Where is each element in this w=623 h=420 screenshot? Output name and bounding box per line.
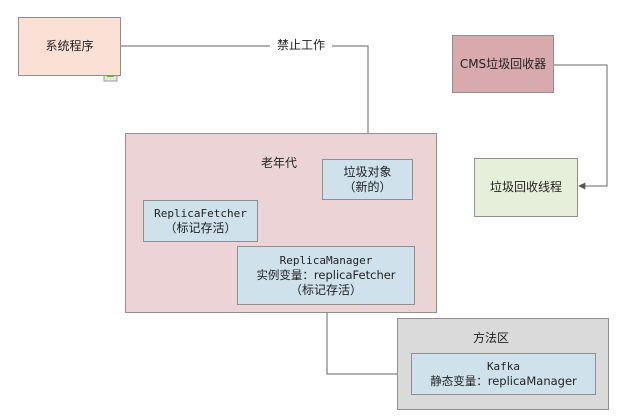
- replica-manager-node: ReplicaManager 实例变量：replicaFetcher （标记存活…: [237, 246, 415, 305]
- stop-work-arrow: [121, 45, 372, 159]
- replica-fetcher-line1: ReplicaFetcher: [154, 207, 247, 220]
- gc-thread-node: 垃圾回收线程: [474, 158, 578, 217]
- cms-collector-node: CMS垃圾回收器: [452, 35, 554, 93]
- old-generation-title: 老年代: [261, 156, 298, 170]
- cms-collector-label: CMS垃圾回收器: [459, 56, 547, 71]
- gc-thread-label: 垃圾回收线程: [489, 180, 562, 194]
- kafka-to-manager-arrow: [323, 304, 411, 375]
- kafka-line2: 静态变量：replicaManager: [430, 374, 577, 388]
- kafka-node: Kafka 静态变量：replicaManager: [411, 353, 596, 395]
- garbage-object-line2: （新的）: [343, 179, 392, 194]
- replica-fetcher-node: ReplicaFetcher （标记存活）: [143, 200, 258, 242]
- replica-fetcher-line2: （标记存活）: [164, 221, 237, 235]
- system-program-label: 系统程序: [45, 39, 94, 53]
- stop-work-label: 禁止工作: [270, 37, 332, 53]
- method-area-title: 方法区: [473, 331, 510, 345]
- garbage-object-node: 垃圾对象 （新的）: [322, 159, 413, 200]
- kafka-line1: Kafka: [486, 360, 521, 373]
- garbage-object-line1: 垃圾对象: [343, 164, 392, 179]
- replica-manager-line3: （标记存活）: [289, 283, 362, 297]
- cms-to-thread-arrow: [554, 64, 608, 190]
- replica-manager-line2: 实例变量：replicaFetcher: [256, 268, 396, 282]
- replica-manager-line1: ReplicaManager: [279, 254, 373, 267]
- system-program-node: 系统程序: [18, 17, 121, 76]
